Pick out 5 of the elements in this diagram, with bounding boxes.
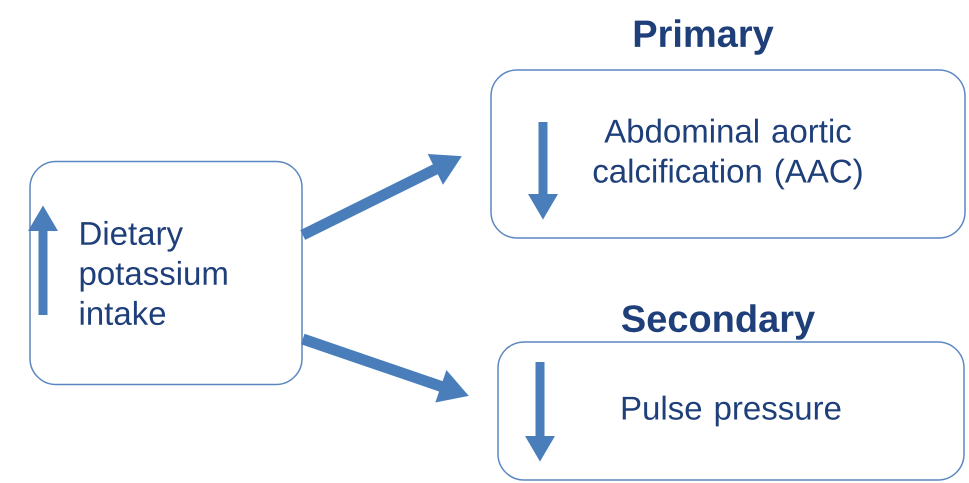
heading: Primary xyxy=(634,19,774,55)
heading: Secondary xyxy=(622,304,815,340)
rounded-box: Pulse pressure xyxy=(497,341,965,481)
rounded-box: Dietary potassium intake xyxy=(29,160,303,386)
rounded-box: Abdominal aortic calcification (AAC) xyxy=(490,69,966,239)
